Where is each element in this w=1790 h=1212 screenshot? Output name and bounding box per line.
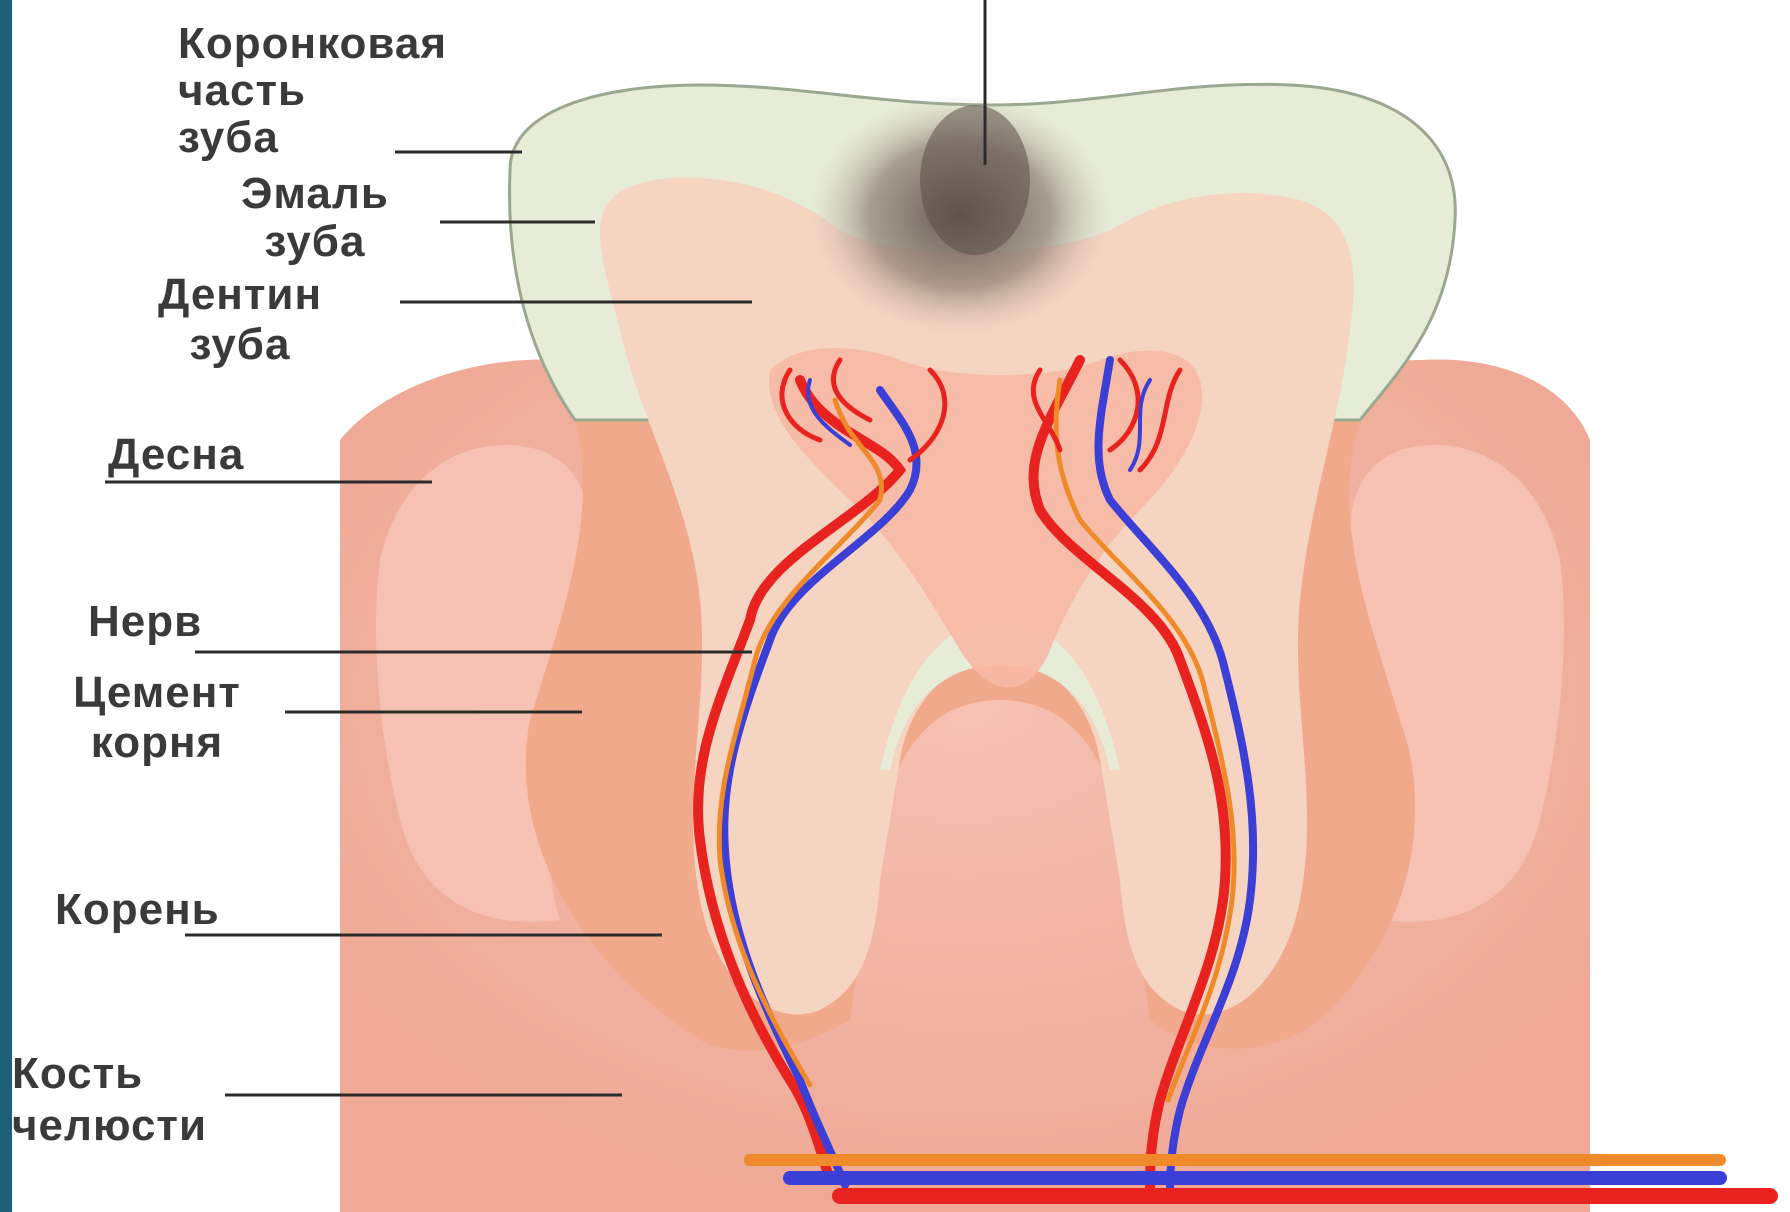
label-dentin-line-2: зуба: [100, 320, 380, 370]
label-cement-line-2: корня: [22, 718, 292, 768]
label-jaw-bone: Кость челюсти: [12, 1048, 207, 1152]
label-enamel: Эмаль зуба: [200, 170, 430, 266]
label-cement-line-1: Цемент: [22, 668, 292, 718]
label-crown-line-1: Коронковая: [178, 20, 447, 67]
label-jaw-bone-line-1: Кость: [12, 1048, 207, 1100]
label-root-text: Корень: [55, 885, 220, 934]
label-cement: Цемент корня: [22, 668, 292, 768]
label-nerve: Нерв: [88, 597, 202, 647]
label-dentin: Дентин зуба: [100, 270, 380, 370]
caries-core: [920, 105, 1030, 255]
label-crown-line-3: зуба: [178, 114, 447, 161]
label-crown: Коронковая часть зуба: [178, 20, 447, 161]
label-gum-text: Десна: [108, 430, 244, 479]
label-gum: Десна: [108, 430, 244, 480]
label-nerve-text: Нерв: [88, 597, 202, 646]
label-jaw-bone-line-2: челюсти: [12, 1100, 207, 1152]
label-root: Корень: [55, 885, 220, 935]
label-crown-line-2: часть: [178, 67, 447, 114]
label-enamel-line-2: зуба: [200, 218, 430, 266]
label-dentin-line-1: Дентин: [100, 270, 380, 320]
label-enamel-line-1: Эмаль: [200, 170, 430, 218]
